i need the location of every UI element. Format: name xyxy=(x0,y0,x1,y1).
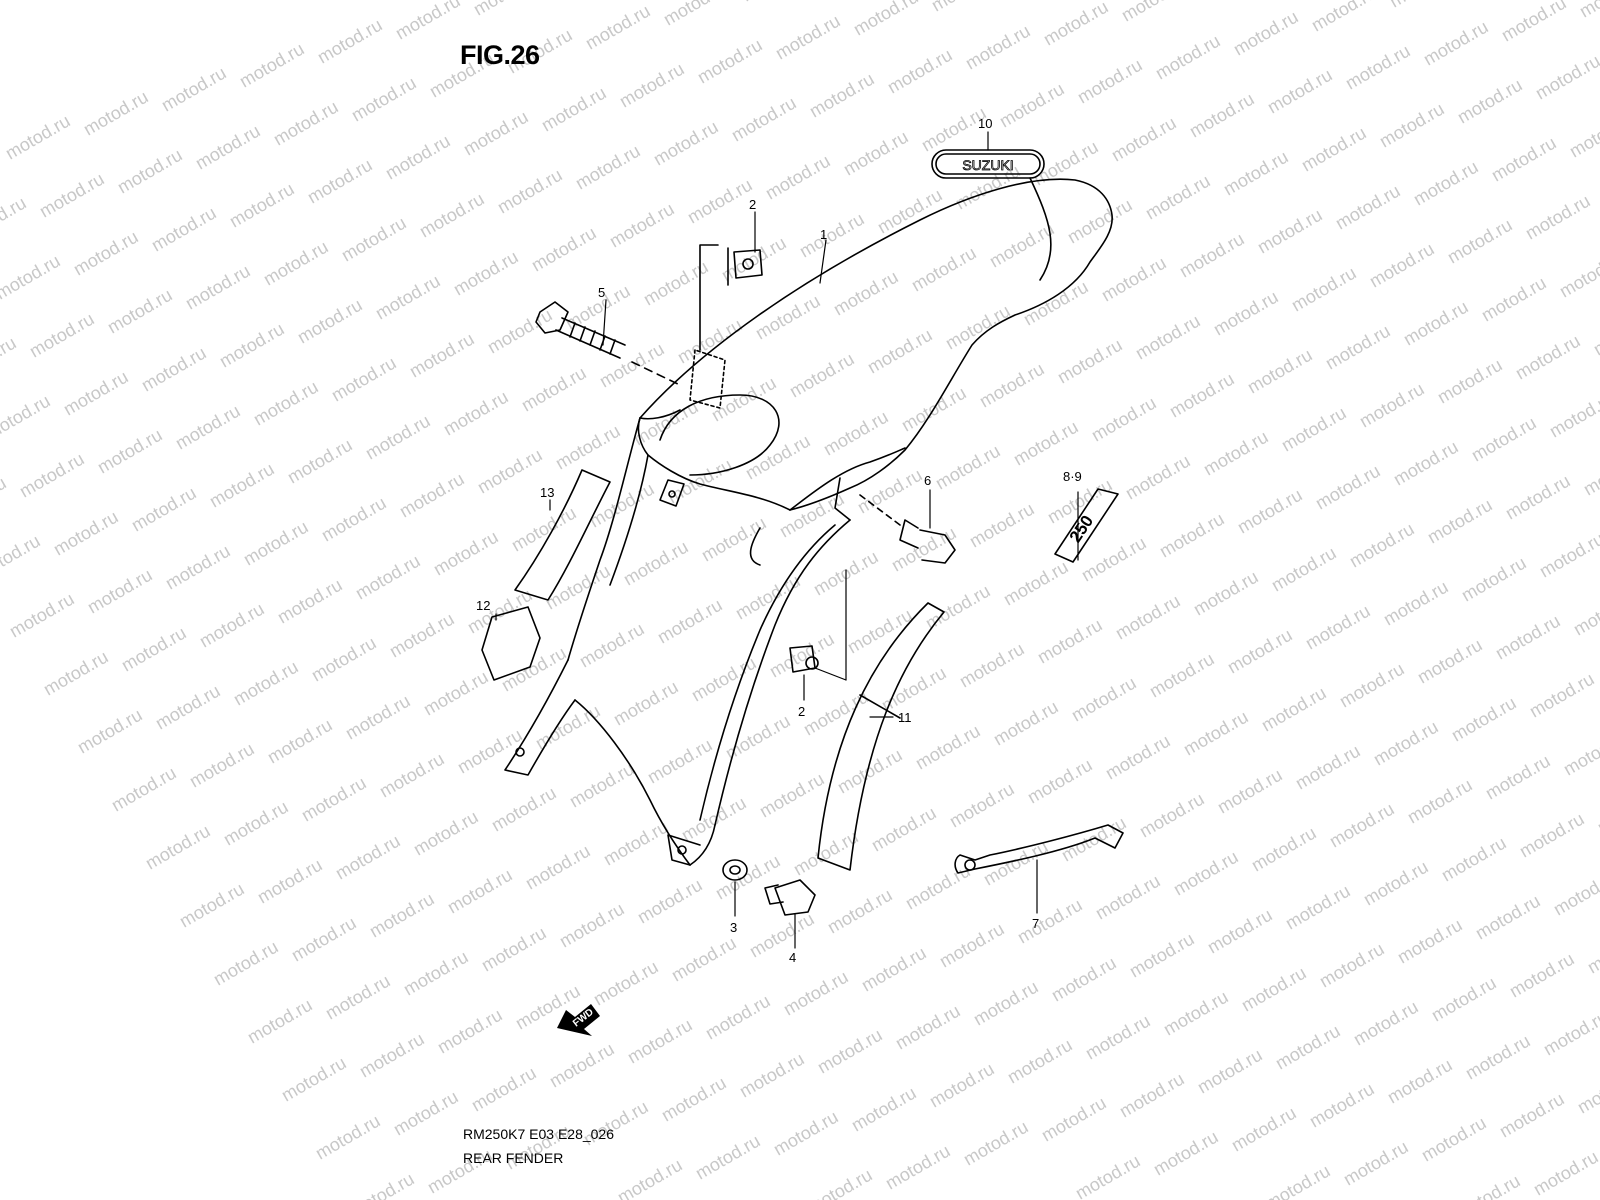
callout-11: 11 xyxy=(898,710,912,725)
callout-2-lower: 2 xyxy=(798,704,805,719)
callout-7: 7 xyxy=(1032,916,1039,931)
figure-title: FIG.26 xyxy=(460,40,540,70)
washer-part xyxy=(722,859,748,881)
callout-6: 6 xyxy=(924,473,931,488)
watermark-text: motod.ru xyxy=(1576,0,1600,21)
figure-name: REAR FENDER xyxy=(463,1150,564,1166)
clip-nut-upper xyxy=(733,249,763,279)
callout-8-9: 8·9 xyxy=(1063,469,1082,484)
figure-code: RM250K7 E03 E28_026 xyxy=(463,1126,614,1142)
arrow-icon xyxy=(557,1004,600,1036)
callout-12: 12 xyxy=(476,598,490,613)
guard-strip-13 xyxy=(514,469,611,601)
emblem-text: SUZUKI xyxy=(962,157,1013,173)
callout-1: 1 xyxy=(820,227,827,242)
callout-5: 5 xyxy=(598,285,605,300)
bolt-part-6 xyxy=(859,494,956,564)
direction-indicator xyxy=(557,1004,600,1036)
wrench-tool xyxy=(954,824,1124,874)
long-bolt-part xyxy=(535,301,681,386)
guard-pad-12 xyxy=(481,606,541,681)
callout-10: 10 xyxy=(978,116,992,131)
callout-13: 13 xyxy=(540,485,554,500)
badge-text: 250 xyxy=(1066,512,1098,546)
callout-2-upper: 2 xyxy=(749,197,756,212)
callout-3: 3 xyxy=(730,920,737,935)
clip-nut-lower xyxy=(789,645,819,673)
bolt-part-4 xyxy=(764,879,816,916)
callout-4: 4 xyxy=(789,950,796,965)
badge-decal xyxy=(1054,488,1119,563)
rear-fender-part xyxy=(504,177,1113,866)
guard-strip-11 xyxy=(817,602,945,871)
